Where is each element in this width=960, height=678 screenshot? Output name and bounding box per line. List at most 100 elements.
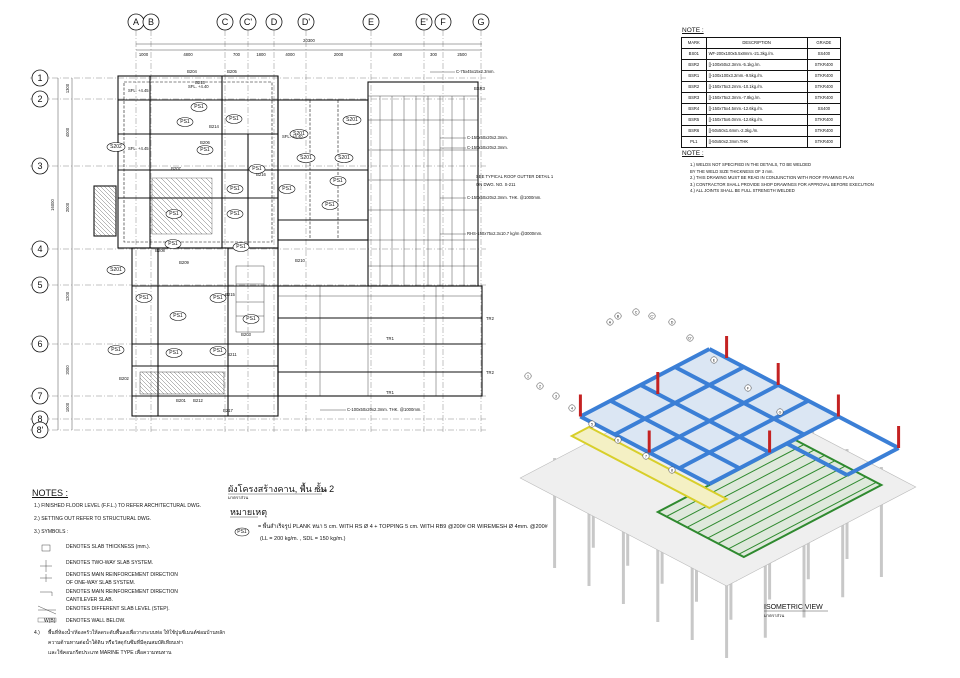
slab-tag-label: PS1 — [282, 186, 292, 192]
iso-grid-tag-label: 1 — [527, 374, 529, 378]
cell-description: []-150x75x4.5mm.-12.6kg./m. — [705, 103, 808, 115]
grid-bubble-row: 4 — [31, 240, 49, 258]
slab-tag-ps1: PS1 — [225, 114, 243, 124]
slab-tag-ps1: PS1 — [196, 145, 214, 155]
truss-tr2-a: TR2 — [486, 316, 495, 321]
col-mark: MARK — [681, 37, 707, 49]
iso-beam — [846, 446, 900, 477]
cell-mark: BSR2 — [681, 59, 707, 71]
remarks-line1: = พื้นสำเร็จรูป PLANK หนา 5 cm. WITH RS … — [258, 522, 549, 530]
iso-grid-tag-label: 5 — [591, 422, 593, 426]
grid-bubble-col: D' — [297, 13, 315, 31]
top-dim: 2000 — [334, 52, 344, 57]
grid-bubble-col: E' — [415, 13, 433, 31]
iso-grid-tag: 8 — [668, 466, 676, 474]
top-dim: 4800 — [183, 52, 193, 57]
iso-grid-tag-label: F — [747, 386, 750, 390]
iso-grid-tag: F — [744, 384, 752, 392]
beam-label: B211 — [227, 352, 237, 357]
cell-description: []-150x75x3.2mm.-10.1kg./m. — [705, 81, 808, 93]
slab-tag-label: PS1 — [139, 295, 149, 301]
iso-grid-tag: B — [614, 312, 622, 320]
cell-mark: BSR1 — [681, 70, 707, 82]
beam-label: B208 — [155, 248, 165, 253]
callout-bsr3: BSR3 — [474, 86, 486, 91]
iso-grid-tag: D' — [686, 334, 694, 342]
iso-beam — [648, 383, 780, 455]
symbol-desc-2: DENOTES TWO-WAY SLAB SYSTEM. — [66, 560, 154, 566]
cell-grade: SS400 — [806, 103, 842, 115]
beam-label: B210 — [295, 258, 305, 263]
remarks-line2: (LL = 200 kg/m. , SDL = 150 kg/m.) — [260, 536, 346, 542]
member-table-row: BSR4[]-150x75x4.5mm.-12.6kg./m.SS400 — [681, 103, 842, 115]
grid-col-label: B — [148, 17, 154, 27]
grid-col-label: G — [477, 17, 484, 27]
cell-description: []-100x50x2.3mm.-5.1kg./m. — [705, 59, 808, 71]
beam-label: B217 — [223, 408, 233, 413]
cell-description: []-150x75x2.3mm.-7.8kg./m. — [705, 92, 808, 104]
callout-rhs: RHS-150x75x2.3x10.7 kg/m @3000mm. — [467, 231, 542, 236]
iso-grid-tag: 2 — [536, 382, 544, 390]
slab-tag-ps1: PS1 — [176, 117, 194, 127]
slab-tag-label: S202 — [110, 144, 122, 150]
grid-row-label: 1 — [37, 73, 42, 83]
slab-tag-label: S201 — [346, 117, 358, 123]
symbol-desc-6: DENOTES WALL BELOW. — [66, 618, 126, 624]
slab-tag-ps1: PS1 — [165, 209, 183, 219]
slab-tag-label: PS1 — [229, 116, 239, 122]
truss-tr2-b: TR2 — [486, 370, 495, 375]
slab-tag-label: S201 — [338, 155, 350, 161]
remarks-symbol: PS1 — [237, 529, 247, 535]
beam-label: B203 — [241, 332, 251, 337]
top-dim: 300 — [430, 52, 438, 57]
weld-note-3: 3.) CONTRACTOR SHALL PROVIDE SHOP DRAWIN… — [690, 181, 874, 187]
cell-mark: BSR4 — [681, 103, 707, 115]
cell-grade: SS400 — [806, 48, 842, 60]
cell-mark: PL1 — [681, 136, 707, 148]
slab-tag-label: PS1 — [246, 316, 256, 322]
iso-grid-tag: 7 — [642, 452, 650, 460]
iso-grid-tag-label: A — [609, 320, 612, 324]
cell-grade: STKR400 — [806, 92, 842, 104]
slab-tag-label: PS1 — [325, 202, 335, 208]
notes-symbols — [37, 544, 57, 623]
beam-label: B207 — [171, 166, 181, 171]
col-description: DESCRIPTION — [705, 37, 808, 49]
grid-row-label: 8 — [37, 414, 42, 424]
member-table-row: BSR6[]-50x50x1.6mm.-2.3kg./m.STKR400 — [681, 125, 842, 137]
slab-tag-ps1: PS1 — [321, 200, 339, 210]
level-tag: SFL. +4.40 — [282, 134, 303, 139]
member-table-row: BSR2[]-100x50x2.3mm.-5.1kg./m.STKR400 — [681, 59, 842, 71]
beam-label: B216 — [256, 172, 266, 177]
weld-note-1b: BY THE WELD SIZE THICKNESS OF 3 mm. — [690, 168, 774, 174]
grid-bubble-row: 2 — [31, 90, 49, 108]
iso-beam — [613, 365, 745, 437]
grid-row-label: 2 — [37, 94, 42, 104]
plan-scale-label: มาตราส่วน — [228, 495, 248, 500]
iso-grid-tag: C' — [648, 312, 656, 320]
callout-gutter-dwg: ON DWG. NO. S-211 — [476, 182, 516, 187]
member-table-row: BSR2[]-150x75x3.2mm.-10.1kg./m.STKR400 — [681, 81, 842, 93]
cell-description: []-50x50x2.3mm.THK — [705, 136, 808, 148]
slab-tag-s: S201 — [106, 265, 126, 275]
remarks-title: หมายเหตุ — [230, 507, 267, 518]
grid-col-label: A — [133, 17, 139, 27]
iso-grid-tag: 5 — [588, 420, 596, 428]
symbol-wall-tag: W(B) — [44, 618, 56, 624]
cell-mark: BSR3 — [681, 92, 707, 104]
notes-item-4-num: 4.) — [34, 630, 40, 636]
iso-grid-tag-label: 8 — [671, 468, 673, 472]
beam-label: B204 — [187, 69, 197, 74]
iso-grid-tag-label: 2 — [539, 384, 541, 388]
iso-grid-tag-label: B — [617, 314, 620, 318]
iso-beam — [674, 365, 805, 437]
grid-col-label: E — [368, 17, 374, 27]
plan-scale: 1 : 100 — [314, 488, 327, 493]
slab-tag-label: PS1 — [236, 244, 246, 250]
cell-grade: STKR400 — [806, 125, 842, 137]
symbol-desc-4: DENOTES MAIN REINFORCEMENT DIRECTION CAN… — [66, 589, 178, 603]
